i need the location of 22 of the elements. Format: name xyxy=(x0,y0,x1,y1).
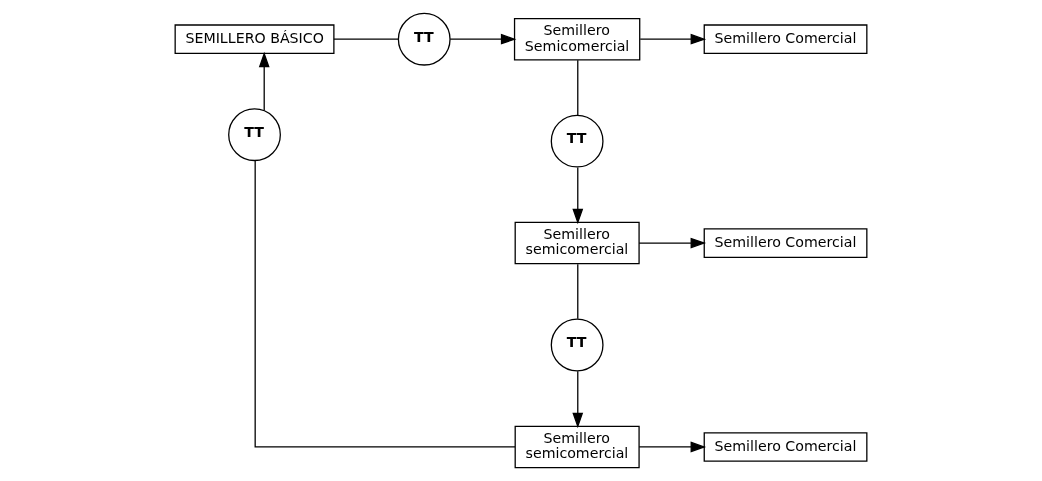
connector xyxy=(577,59,579,116)
node-box: Semillero semicomercial xyxy=(514,221,640,265)
arrow xyxy=(258,51,270,112)
node-box: Semillero Comercial xyxy=(703,432,868,462)
connector xyxy=(254,160,516,448)
node-circle: TT xyxy=(550,114,604,168)
node-circle: TT xyxy=(228,108,281,162)
node-circle: TT xyxy=(397,12,451,66)
node-box: Semillero semicomercial xyxy=(514,425,640,469)
node-box: Semillero Semicomercial xyxy=(513,17,641,61)
node-box: SEMILLERO BÁSICO xyxy=(174,24,335,55)
connector xyxy=(577,263,579,320)
node-circle: TT xyxy=(550,318,604,372)
arrow xyxy=(638,237,707,249)
arrow xyxy=(572,166,584,225)
arrow xyxy=(638,441,707,453)
arrow xyxy=(572,370,584,429)
arrow xyxy=(639,33,707,45)
node-box: Semillero Comercial xyxy=(703,24,868,55)
arrow xyxy=(449,33,517,45)
connector xyxy=(333,38,399,40)
node-box: Semillero Comercial xyxy=(703,228,868,258)
